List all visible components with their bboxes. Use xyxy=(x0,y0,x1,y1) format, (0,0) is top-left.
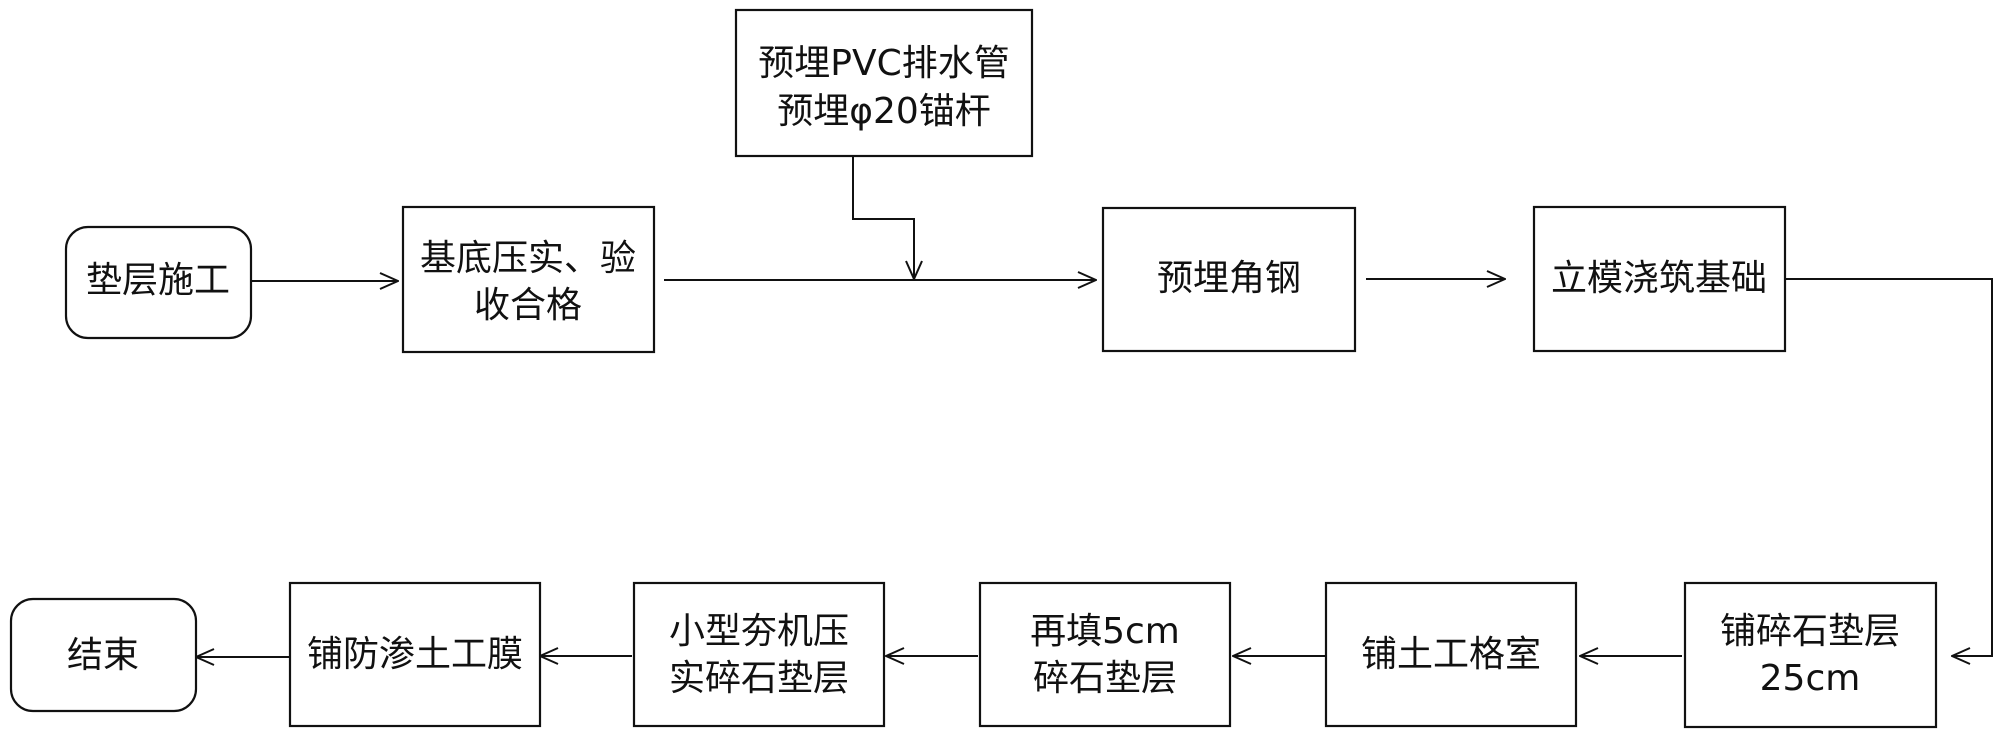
node-membrane: 铺防渗土工膜 xyxy=(288,581,542,728)
node-formwork: 立模浇筑基础 xyxy=(1532,205,1787,353)
node-compact-label-line2: 收合格 xyxy=(474,285,582,326)
node-start-label: 垫层施工 xyxy=(86,260,230,301)
node-gravel-25cm-label-line1: 铺碎石垫层 xyxy=(1720,611,1900,652)
edge-embed-pipe-to-main-line xyxy=(852,157,914,279)
node-end: 结束 xyxy=(9,597,198,713)
node-angle-steel: 预埋角钢 xyxy=(1101,206,1357,353)
node-refill-5cm-label-line2: 碎石垫层 xyxy=(1033,658,1177,699)
node-end-label: 结束 xyxy=(67,635,139,676)
edges xyxy=(196,157,1993,657)
node-start: 垫层施工 xyxy=(64,225,253,340)
node-embed-pipe: 预埋PVC排水管 预埋φ20锚杆 xyxy=(734,8,1034,158)
node-compact: 基底压实、验 收合格 xyxy=(401,205,656,354)
node-membrane-label: 铺防渗土工膜 xyxy=(307,634,523,675)
node-embed-pipe-label-line1: 预埋PVC排水管 xyxy=(758,43,1009,84)
node-embed-pipe-label-line2: 预埋φ20锚杆 xyxy=(777,91,991,132)
node-tamp-label-line2: 实碎石垫层 xyxy=(669,658,849,699)
node-tamp-label-line1: 小型夯机压 xyxy=(669,611,849,652)
node-compact-label-line1: 基底压实、验 xyxy=(420,238,636,279)
edge-formwork-to-gravel xyxy=(1768,278,1993,656)
node-geocell: 铺土工格室 xyxy=(1324,581,1578,728)
node-geocell-label: 铺土工格室 xyxy=(1361,634,1541,675)
node-refill-5cm: 再填5cm 碎石垫层 xyxy=(978,581,1232,728)
node-gravel-25cm-label-line2: 25cm xyxy=(1760,658,1861,699)
node-angle-steel-label: 预埋角钢 xyxy=(1157,258,1301,299)
node-refill-5cm-label-line1: 再填5cm xyxy=(1030,611,1180,652)
node-gravel-25cm: 铺碎石垫层 25cm xyxy=(1683,581,1938,729)
node-formwork-label: 立模浇筑基础 xyxy=(1551,258,1767,299)
node-tamp: 小型夯机压 实碎石垫层 xyxy=(632,581,886,728)
